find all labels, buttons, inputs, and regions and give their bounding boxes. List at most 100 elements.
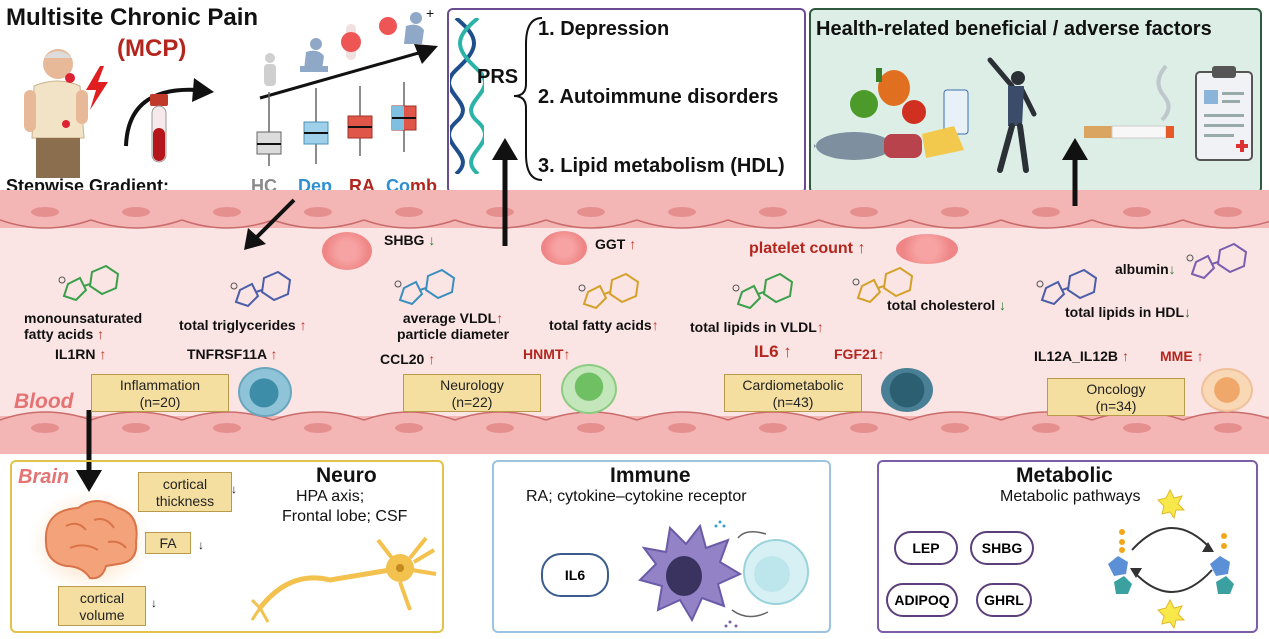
endothelial-cell — [363, 219, 456, 229]
immune-cell — [238, 367, 292, 417]
cell-nucleus — [486, 423, 514, 433]
molecule-icon — [58, 264, 120, 302]
category-oncology: Oncology(n=34) — [1047, 378, 1185, 416]
category-inflammation: Inflammation(n=20) — [91, 374, 229, 412]
marker-total-triglycerides: total triglycerides ↑ — [179, 317, 307, 333]
cell-nucleus — [759, 207, 787, 217]
category-neurology: Neurology(n=22) — [403, 374, 541, 412]
arrow-gradient-to-blood — [244, 198, 296, 250]
brain-feature-arrow: ↓ — [231, 482, 237, 496]
brain-feature-fa: FA — [145, 532, 191, 554]
mcp-abbr: (MCP) — [117, 35, 187, 62]
endothelial-cell — [727, 411, 820, 421]
cell-nucleus — [213, 207, 241, 217]
cell-nucleus — [1214, 207, 1242, 217]
immune-cells-icon — [638, 520, 809, 628]
marker-vldl-diameter: average VLDL↑ particle diameter — [397, 310, 510, 342]
marker-ggt: GGT ↑ — [595, 236, 637, 252]
boxplot-chart — [256, 82, 417, 166]
marker-albumin: albumin↓ — [1115, 261, 1176, 277]
immune-box — [492, 460, 831, 633]
healthy-person-icon — [264, 53, 276, 86]
metabolic-pill-lep: LEP — [894, 531, 958, 565]
cell-nucleus — [759, 423, 787, 433]
molecule-icon — [394, 268, 456, 306]
brain-icon — [28, 490, 152, 594]
boxplot-dep — [303, 88, 329, 164]
protein-il6: IL6 ↑ — [754, 342, 792, 361]
molecule-icon — [1036, 268, 1098, 306]
endothelial-cell — [272, 411, 365, 421]
endothelial-cell — [454, 411, 547, 421]
endothelial-cell — [818, 219, 911, 229]
molecule-icon — [578, 272, 640, 310]
cell-nucleus — [122, 207, 150, 217]
endothelial-cell — [909, 219, 1002, 229]
cell-nucleus — [1214, 423, 1242, 433]
red-blood-cell — [541, 231, 587, 265]
elderly-person-icon — [24, 49, 88, 178]
cell-nucleus — [31, 207, 59, 217]
cell-nucleus — [31, 423, 59, 433]
immune-cell — [561, 364, 617, 414]
protein-fgf21: FGF21↑ — [834, 346, 885, 362]
endothelial-cell — [90, 219, 183, 229]
endothelial-cell — [454, 219, 547, 229]
cell-nucleus — [577, 207, 605, 217]
endothelial-cell — [1000, 411, 1093, 421]
marker-monounsaturated: monounsaturated fatty acids ↑ — [24, 310, 143, 342]
prs-item-depression: 1. Depression — [538, 18, 670, 40]
molecule-icon — [1186, 242, 1248, 280]
arrow-to-health — [1062, 138, 1088, 206]
health-factors-title: Health-related beneficial / adverse fact… — [816, 18, 1212, 40]
red-blood-cell — [322, 232, 372, 270]
protein-il1rn: IL1RN ↑ — [55, 346, 107, 362]
molecule-icon — [732, 272, 794, 310]
cell-nucleus — [304, 207, 332, 217]
endothelial-cell — [818, 411, 911, 421]
marker-total-lipids-vldl: total lipids in VLDL↑ — [690, 319, 824, 335]
molecule-icon — [230, 270, 292, 308]
pain-lightning-icon — [86, 66, 108, 110]
neuro-box — [10, 460, 444, 633]
curved-arrow-icon — [124, 78, 214, 147]
prs-label: PRS — [477, 66, 519, 88]
marker-total-cholesterol: total cholesterol ↓ — [887, 297, 1007, 313]
marker-shbg: SHBG ↓ — [384, 232, 436, 248]
blood-label: Blood — [14, 390, 74, 413]
neuro-line1: HPA axis; — [296, 488, 365, 505]
cell-nucleus — [668, 207, 696, 217]
dna-helix-icon — [450, 18, 484, 174]
brain-feature-arrow: ↓ — [198, 538, 204, 552]
boxplot-comb — [391, 82, 417, 152]
cell-nucleus — [304, 423, 332, 433]
endothelial-cell — [0, 219, 92, 229]
neuron-icon — [250, 536, 437, 623]
immune-cell — [881, 368, 933, 412]
metabolic-subtitle: Metabolic pathways — [1000, 488, 1141, 505]
endothelial-cell — [90, 411, 183, 421]
prs-item-lipid: 3. Lipid metabolism (HDL) — [538, 155, 785, 177]
cell-nucleus — [213, 423, 241, 433]
prs-bracket — [513, 17, 543, 181]
depressed-person-icon — [300, 38, 328, 72]
arrow-to-prs — [492, 138, 518, 246]
gradient-arrow-icon — [259, 44, 438, 100]
endothelial-cell — [1182, 411, 1269, 421]
cell-nucleus — [850, 423, 878, 433]
endothelial-cell — [545, 219, 638, 229]
boxplot-hc — [256, 92, 282, 166]
metabolic-pill-ghrl: GHRL — [976, 583, 1032, 617]
cell-nucleus — [122, 423, 150, 433]
protein-ccl20: CCL20 ↑ — [380, 351, 436, 367]
endothelial-cell — [909, 411, 1002, 421]
metabolic-pathway-icon — [1108, 488, 1234, 630]
cell-nucleus — [941, 207, 969, 217]
marker-total-lipids-hdl: total lipids in HDL↓ — [1065, 304, 1191, 320]
marker-total-fatty-acids: total fatty acids↑ — [549, 317, 659, 333]
protein-il12a-il12b: IL12A_IL12B ↑ — [1034, 348, 1129, 364]
immune-pill-il6: IL6 — [541, 553, 609, 597]
cell-nucleus — [395, 207, 423, 217]
metabolic-pill-adipoq: ADIPOQ — [886, 583, 958, 617]
